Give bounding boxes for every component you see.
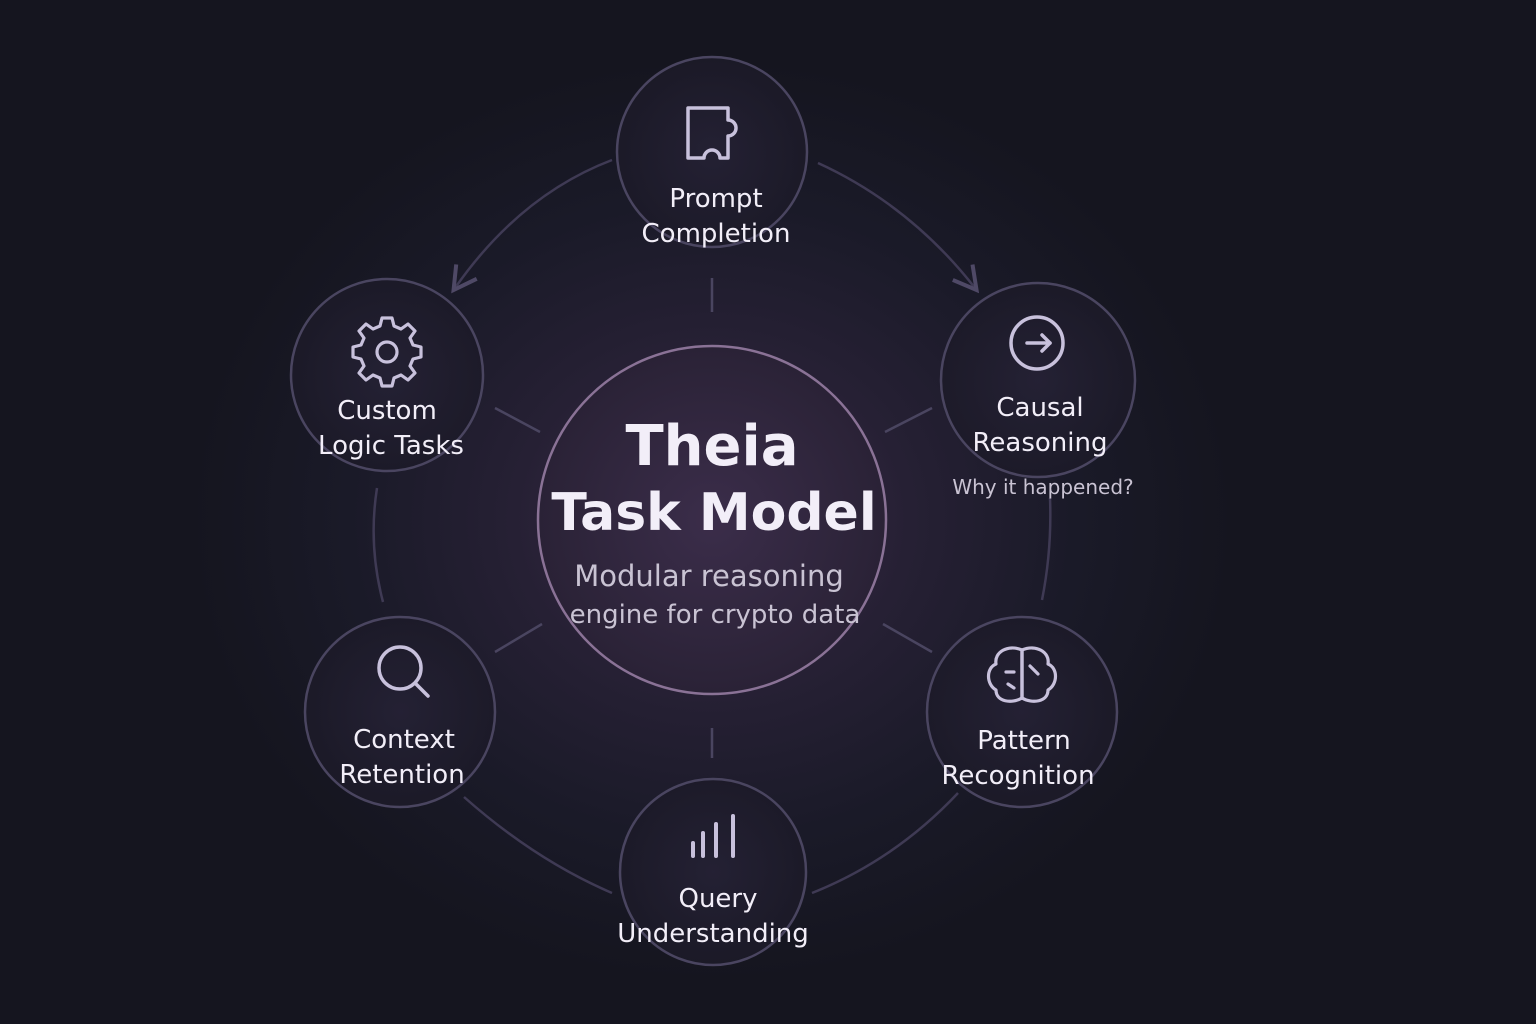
node-context-retention[interactable]: Context Retention bbox=[303, 615, 497, 809]
node-label-line2: Retention bbox=[339, 760, 464, 790]
node-circle bbox=[939, 281, 1137, 479]
arrow-circle-icon bbox=[1009, 315, 1065, 371]
arc-top-left bbox=[451, 158, 613, 294]
brain-icon bbox=[986, 646, 1058, 703]
center-circle bbox=[536, 344, 888, 696]
node-prompt-completion[interactable]: Prompt Completion bbox=[615, 55, 809, 249]
node-label-line2: Logic Tasks bbox=[318, 431, 464, 461]
center-hub: Theia Task Model Modular reasoning engin… bbox=[536, 344, 888, 696]
spoke-upper-left bbox=[494, 406, 541, 434]
node-circle bbox=[289, 277, 485, 473]
node-label-line1: Context bbox=[353, 725, 455, 755]
outer-ring bbox=[372, 158, 1052, 895]
node-label-line2: Reasoning bbox=[973, 428, 1108, 458]
search-icon bbox=[377, 645, 430, 698]
node-label-line2: Understanding bbox=[617, 919, 809, 949]
spoke-upper-right bbox=[884, 406, 933, 434]
spoke-lower-left bbox=[494, 622, 543, 654]
node-query-understanding[interactable]: Query Understanding bbox=[617, 777, 809, 967]
node-label-line1: Prompt bbox=[669, 184, 762, 214]
center-title-line2: Task Model bbox=[551, 483, 876, 543]
node-circle bbox=[618, 777, 808, 967]
center-subtitle-line2: engine for crypto data bbox=[570, 600, 861, 630]
spokes bbox=[494, 278, 933, 758]
arc-left bbox=[372, 487, 385, 603]
arc-right bbox=[1040, 497, 1052, 601]
arc-top-right bbox=[817, 161, 980, 294]
node-label-line1: Causal bbox=[996, 393, 1083, 423]
node-label-line1: Custom bbox=[337, 396, 437, 426]
node-label-line2: Recognition bbox=[941, 761, 1094, 791]
center-subtitle-line1: Modular reasoning bbox=[574, 559, 844, 593]
node-circle bbox=[615, 55, 809, 249]
arc-bottom-left bbox=[463, 796, 613, 895]
arc-bottom-right bbox=[811, 792, 959, 895]
node-causal-reasoning[interactable]: Causal Reasoning Why it happened? bbox=[939, 281, 1137, 499]
node-circle bbox=[925, 615, 1119, 809]
puzzle-icon bbox=[686, 106, 738, 160]
gear-icon bbox=[351, 316, 423, 388]
node-label-line2: Completion bbox=[642, 219, 791, 249]
bar-chart-icon bbox=[691, 814, 735, 858]
center-title-line1: Theia bbox=[625, 414, 798, 479]
node-label-line1: Query bbox=[678, 884, 757, 914]
node-label-line1: Pattern bbox=[977, 726, 1071, 756]
node-note: Why it happened? bbox=[952, 475, 1133, 499]
spoke-lower-right bbox=[882, 622, 933, 654]
node-circle bbox=[303, 615, 497, 809]
node-custom-logic-tasks[interactable]: Custom Logic Tasks bbox=[289, 277, 485, 473]
node-pattern-recognition[interactable]: Pattern Recognition bbox=[925, 615, 1119, 809]
